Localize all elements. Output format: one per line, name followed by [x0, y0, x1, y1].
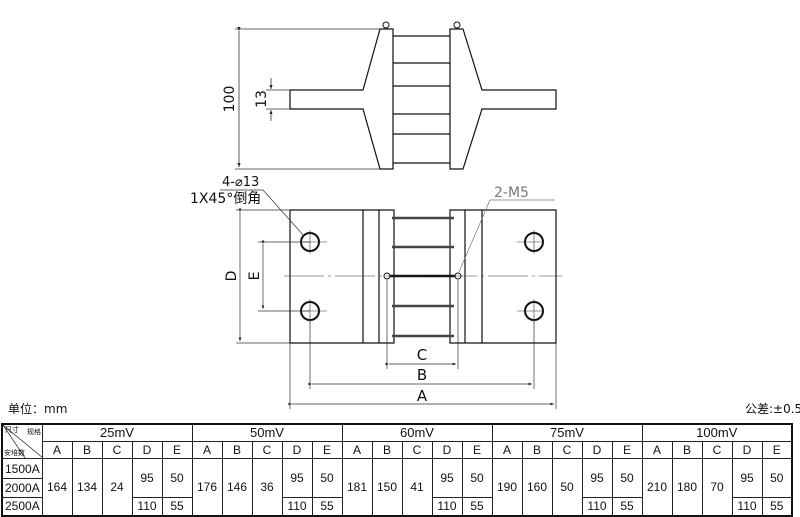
resistor-plates	[393, 35, 450, 164]
shunt-drawing: 100 13	[190, 21, 562, 409]
right-terminal	[449, 28, 557, 170]
cell-d: 95	[131, 458, 163, 498]
cell-e: 55	[461, 497, 493, 516]
table-corner-header: 尺寸 规格 安培数	[1, 423, 43, 459]
cell-e: 55	[311, 497, 343, 516]
group-header: 50mV	[191, 423, 343, 442]
right-plate	[449, 209, 557, 344]
cell-a: 164	[41, 458, 73, 516]
sub-column-header: E	[611, 440, 643, 460]
cell-c: 36	[251, 458, 283, 516]
screw-heads	[382, 21, 461, 29]
cell-e: 55	[761, 497, 793, 516]
dim-E-label: E	[247, 272, 263, 281]
dim-C-label: C	[417, 346, 427, 364]
cell-b: 150	[371, 458, 403, 516]
sub-column-header: A	[491, 440, 523, 460]
cell-d: 95	[431, 458, 463, 498]
screw-note: 2-M5	[494, 185, 529, 201]
height-dim-label: 100	[222, 86, 238, 113]
cell-b: 146	[221, 458, 253, 516]
group-header: 60mV	[341, 423, 493, 442]
sub-column-header: B	[71, 440, 103, 460]
sub-column-header: A	[341, 440, 373, 460]
sub-column-header: D	[581, 440, 613, 460]
cell-d: 110	[281, 497, 313, 516]
dim-D-label: D	[224, 271, 240, 282]
top-view	[289, 209, 557, 344]
sub-column-header: B	[221, 440, 253, 460]
cell-e: 50	[311, 458, 343, 498]
unit-label: 单位：mm	[8, 402, 68, 416]
sub-column-header: A	[41, 440, 73, 460]
sub-column-header: C	[251, 440, 283, 460]
cell-a: 190	[491, 458, 523, 516]
sub-column-header: E	[761, 440, 793, 460]
chamfer-note: 1X45°倒角	[190, 191, 261, 207]
sub-column-header: E	[161, 440, 193, 460]
cell-d: 110	[131, 497, 163, 516]
corner-spec: 规格	[27, 429, 41, 436]
current-label: 1500A	[1, 458, 43, 479]
cell-b: 180	[671, 458, 703, 516]
sub-column-header: E	[311, 440, 343, 460]
group-header: 75mV	[491, 423, 643, 442]
cell-d: 110	[731, 497, 763, 516]
left-terminal	[289, 28, 394, 170]
top-dimensions	[220, 189, 557, 409]
tolerance-label: 公差:±0.5	[745, 402, 800, 416]
cell-c: 70	[701, 458, 733, 516]
cell-d: 110	[581, 497, 613, 516]
sub-column-header: D	[281, 440, 313, 460]
sub-column-header: A	[191, 440, 223, 460]
cell-d: 110	[431, 497, 463, 516]
sub-column-header: D	[731, 440, 763, 460]
sub-column-header: D	[431, 440, 463, 460]
side-dimensions	[235, 27, 380, 170]
current-label: 2500A	[1, 497, 43, 516]
dim-A-label: A	[417, 387, 428, 405]
resistor-bars	[387, 216, 458, 338]
cell-e: 50	[611, 458, 643, 498]
sub-column-header: C	[551, 440, 583, 460]
cell-b: 160	[521, 458, 553, 516]
dim-B-label: B	[417, 366, 427, 384]
cell-a: 176	[191, 458, 223, 516]
hole-note: 4-⌀13	[222, 175, 259, 190]
sub-column-header: C	[701, 440, 733, 460]
cell-b: 134	[71, 458, 103, 516]
cell-e: 50	[161, 458, 193, 498]
cell-d: 95	[731, 458, 763, 498]
sub-column-header: C	[401, 440, 433, 460]
cell-e: 50	[761, 458, 793, 498]
sub-column-header: E	[461, 440, 493, 460]
corner-current: 安培数	[4, 450, 25, 457]
sub-column-header: C	[101, 440, 133, 460]
cell-e: 55	[611, 497, 643, 516]
group-header: 25mV	[41, 423, 193, 442]
cell-c: 24	[101, 458, 133, 516]
sub-column-header: B	[371, 440, 403, 460]
sub-column-header: D	[131, 440, 163, 460]
thickness-dim-label: 13	[254, 90, 270, 108]
corner-size: 尺寸	[5, 427, 19, 434]
cell-e: 55	[161, 497, 193, 516]
sub-column-header: B	[671, 440, 703, 460]
group-header: 100mV	[641, 423, 793, 442]
cell-d: 95	[581, 458, 613, 498]
cell-a: 210	[641, 458, 673, 516]
cell-c: 50	[551, 458, 583, 516]
cell-d: 95	[281, 458, 313, 498]
sub-column-header: A	[641, 440, 673, 460]
cell-e: 50	[461, 458, 493, 498]
side-view	[289, 21, 557, 170]
cell-c: 41	[401, 458, 433, 516]
cell-a: 181	[341, 458, 373, 516]
current-label: 2000A	[1, 478, 43, 498]
sub-column-header: B	[521, 440, 553, 460]
